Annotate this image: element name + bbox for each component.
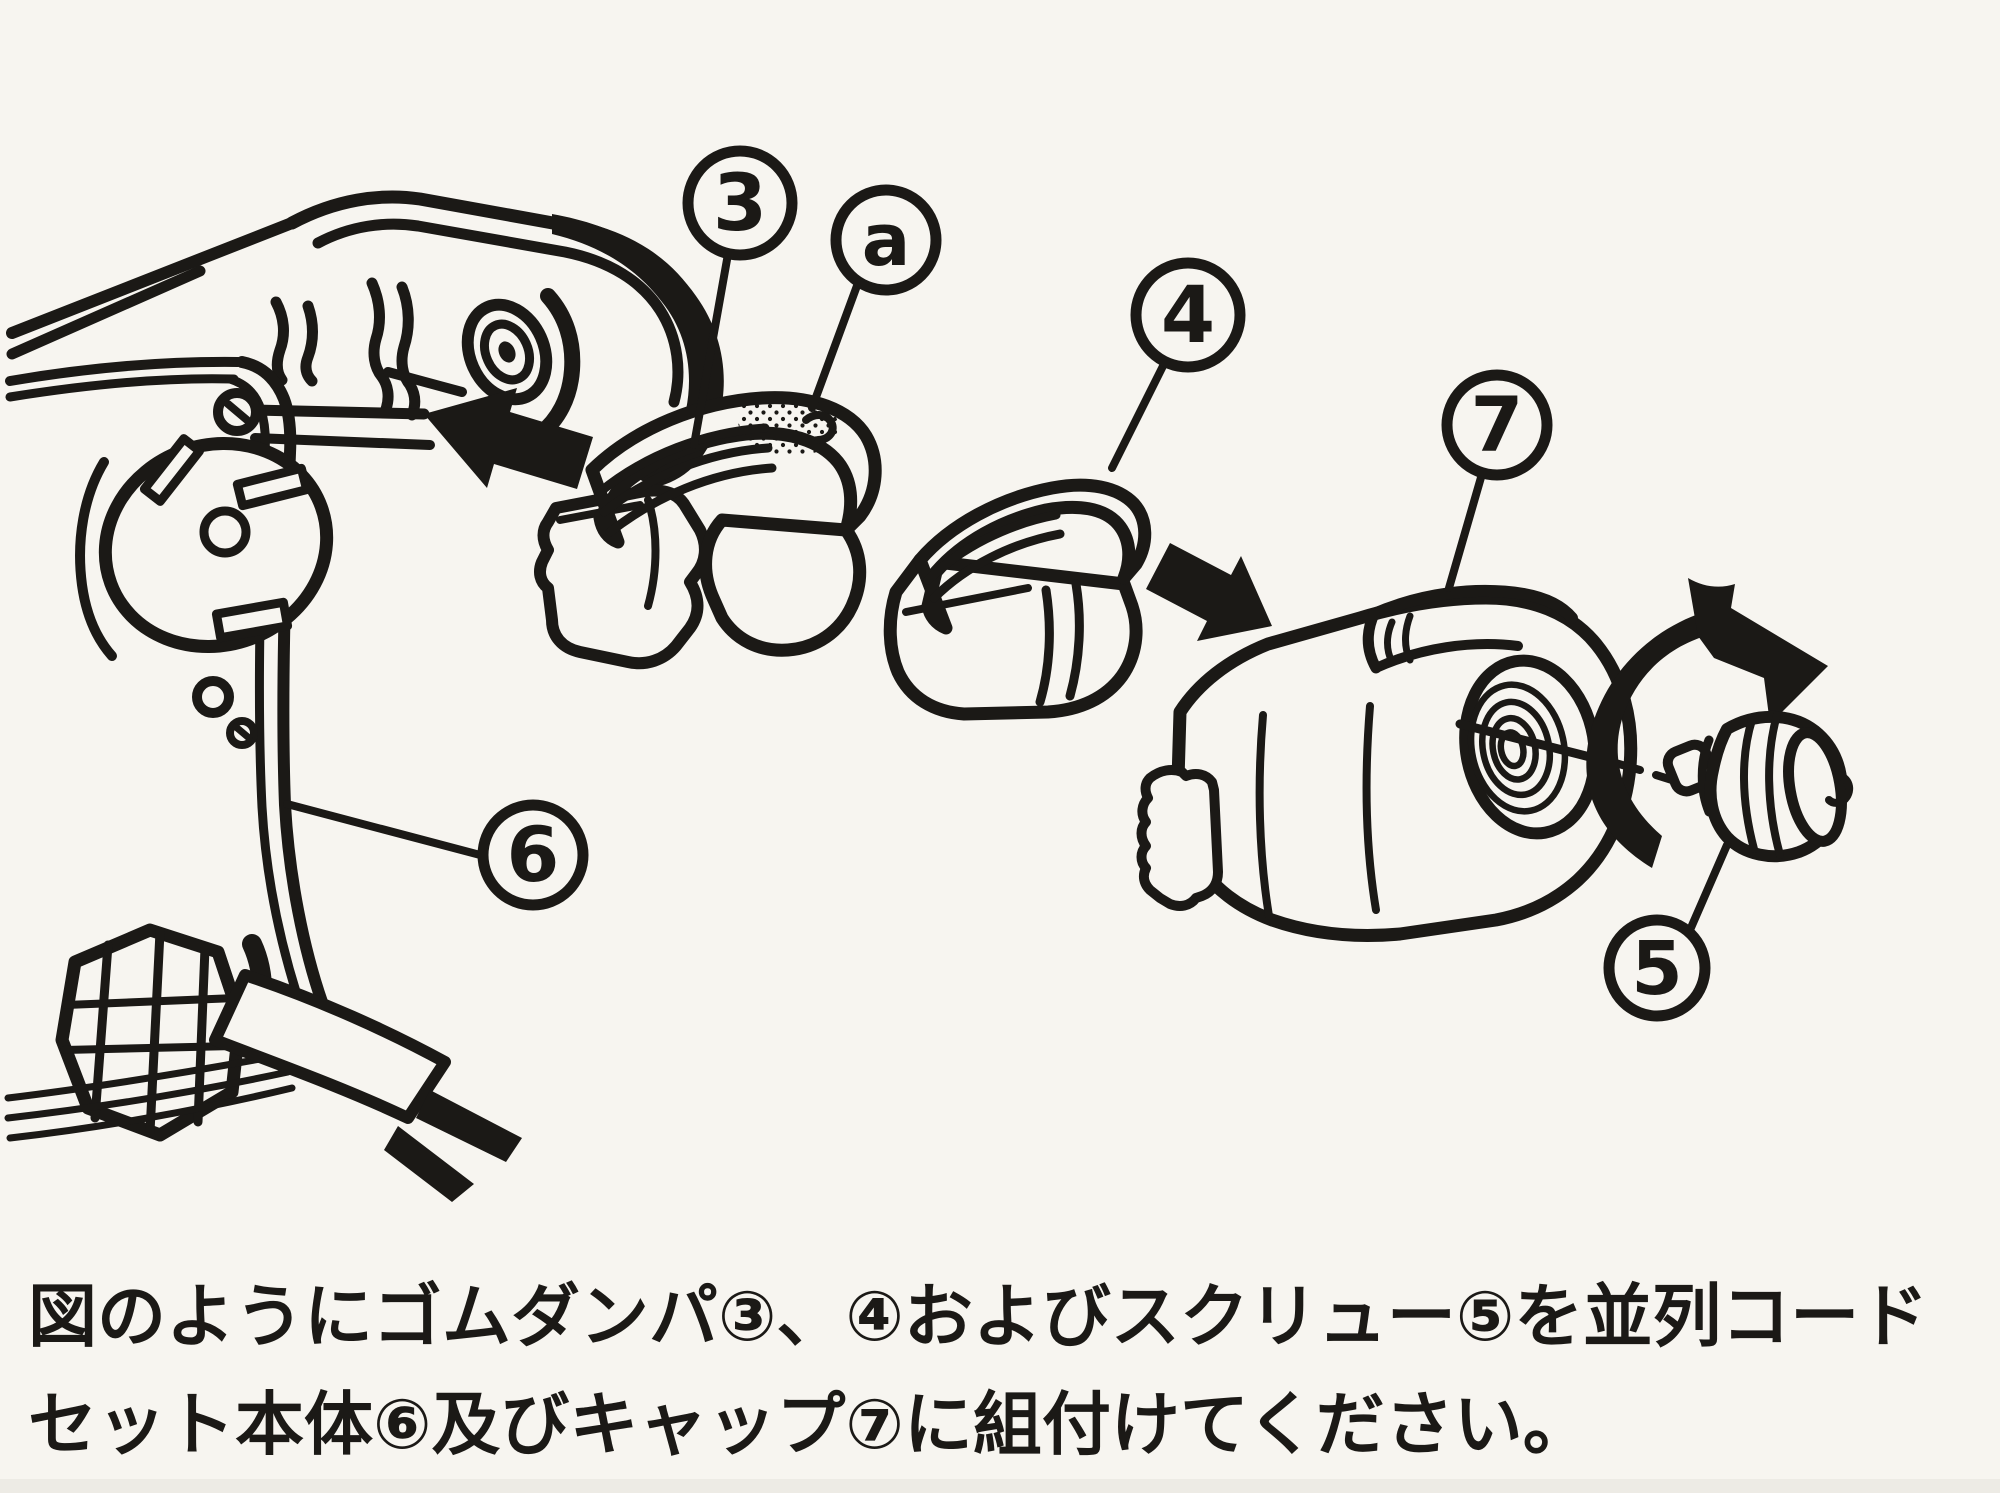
rubber-damper-4 bbox=[883, 478, 1152, 721]
ac-receptacle bbox=[75, 434, 334, 661]
screw-5-face bbox=[1783, 727, 1847, 847]
receptacle-slot bbox=[211, 597, 293, 643]
frame-edge-line bbox=[6, 265, 206, 360]
rotation-arrow-icon bbox=[1586, 578, 1828, 868]
stipple-curl bbox=[802, 411, 837, 444]
callout-3-label: 3 bbox=[713, 159, 767, 249]
rubber-damper-3 bbox=[534, 391, 882, 670]
handle-bracket-inner bbox=[312, 218, 684, 408]
wire-tip bbox=[384, 1126, 474, 1202]
frame-edge-line bbox=[6, 217, 298, 339]
panel-screw bbox=[226, 717, 258, 749]
cap-7-saddle bbox=[1362, 584, 1578, 674]
receptacle-slot bbox=[232, 463, 312, 511]
caption-line-1: 図のようにゴムダンパ③、④およびスクリュー⑤を並列コード bbox=[28, 1278, 1929, 1355]
callout-4: 4 bbox=[1130, 257, 1246, 373]
panel-screw bbox=[213, 388, 261, 436]
panel-hole bbox=[192, 676, 234, 718]
panel-top-edge bbox=[5, 374, 239, 402]
leader-line-a bbox=[808, 279, 862, 412]
panel-top-edge bbox=[5, 356, 243, 386]
bracket-leg bbox=[300, 300, 318, 387]
leader-line-5 bbox=[1686, 841, 1731, 934]
arrow-left-icon bbox=[424, 388, 593, 489]
callout-7: 7 bbox=[1441, 369, 1553, 481]
callout-3: 3 bbox=[682, 145, 798, 261]
cap-7-clamp-jaw bbox=[1136, 765, 1223, 911]
bracket-leg bbox=[396, 281, 421, 421]
screw-5-tab bbox=[1825, 771, 1854, 807]
wire-tip bbox=[416, 1090, 522, 1162]
platform-edge bbox=[246, 404, 430, 420]
leader-line-6 bbox=[283, 800, 488, 860]
receptacle-pin-hole bbox=[199, 506, 251, 558]
callout-4-label: 4 bbox=[1161, 271, 1215, 361]
leader-line-3 bbox=[690, 250, 732, 449]
power-cord bbox=[209, 969, 522, 1202]
leader-line-7 bbox=[1445, 470, 1486, 592]
arrow-right-icon bbox=[1146, 543, 1272, 641]
caption-line-2: セット本体⑥及びキャップ⑦に組付けてください。 bbox=[28, 1386, 1592, 1463]
callout-a: a bbox=[830, 184, 942, 296]
receptacle-slot bbox=[139, 434, 205, 506]
callout-5-label: 5 bbox=[1631, 926, 1683, 1012]
bracket-leg bbox=[270, 296, 289, 386]
callout-6: 6 bbox=[477, 799, 589, 911]
cap-7 bbox=[1136, 584, 1676, 942]
leader-line-4 bbox=[1108, 358, 1169, 472]
cord-wires bbox=[4, 1051, 296, 1142]
platform-edge bbox=[383, 367, 467, 397]
generator-body bbox=[4, 190, 724, 1202]
bracket-leg bbox=[366, 277, 394, 415]
screw-5 bbox=[1662, 710, 1854, 863]
callout-a-label: a bbox=[862, 198, 911, 282]
callout-7-label: 7 bbox=[1471, 380, 1524, 469]
callout-5: 5 bbox=[1603, 914, 1711, 1022]
callout-6-label: 6 bbox=[507, 810, 560, 899]
scan-artifact-band bbox=[0, 1479, 2000, 1493]
leader-lines bbox=[283, 250, 1731, 934]
roller-rim bbox=[532, 288, 581, 442]
damper-3-lobe bbox=[699, 513, 867, 657]
platform-edge bbox=[250, 433, 435, 450]
handle-roller bbox=[461, 298, 553, 406]
bore-slash-line bbox=[1455, 719, 1595, 762]
damper-3-block bbox=[534, 484, 711, 670]
handle-bracket-shadow bbox=[552, 214, 724, 490]
